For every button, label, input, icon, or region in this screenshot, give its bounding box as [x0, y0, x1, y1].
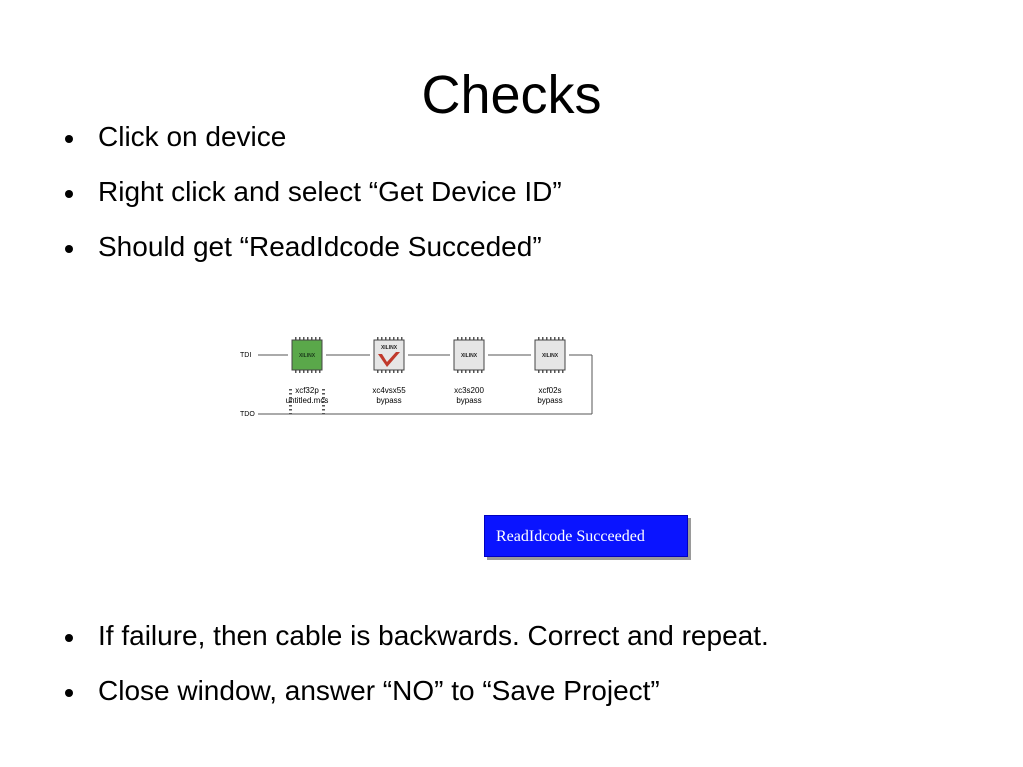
bullet-icon [65, 190, 73, 198]
device-name: xc3s200 [454, 386, 484, 395]
jtag-chain-svg: TDI TDO XILINX XILINX XILINX XILINX [240, 336, 593, 425]
bullet-list-top: Click on device Right click and select “… [62, 121, 562, 286]
list-item: If failure, then cable is backwards. Cor… [62, 620, 769, 652]
device-name: xcf02s [538, 386, 562, 395]
bullet-icon [65, 634, 73, 642]
bullet-text: Click on device [98, 121, 287, 152]
bullet-text: If failure, then cable is backwards. Cor… [98, 620, 769, 651]
bullet-text: Close window, answer “NO” to “Save Proje… [98, 675, 660, 706]
device-label-0: xcf32p untitled.mcs [272, 386, 342, 406]
list-item: Close window, answer “NO” to “Save Proje… [62, 675, 769, 707]
bullet-icon [65, 689, 73, 697]
tdi-label: TDI [240, 352, 251, 359]
device-name: xcf32p [295, 386, 319, 395]
chip-icon[interactable]: XILINX [531, 336, 569, 425]
bullet-text: Should get “ReadIdcode Succeded” [98, 231, 542, 262]
device-status: bypass [537, 396, 563, 405]
chip-logo-text: XILINX [299, 353, 316, 359]
device-label-2: xc3s200 bypass [434, 386, 504, 406]
device-label-3: xcf02s bypass [515, 386, 585, 406]
list-item: Should get “ReadIdcode Succeded” [62, 231, 562, 263]
bullet-text: Right click and select “Get Device ID” [98, 176, 562, 207]
slide-title: Checks [421, 65, 602, 125]
chip-logo-text: XILINX [381, 345, 398, 351]
device-status: untitled.mcs [285, 396, 329, 405]
device-status: bypass [376, 396, 402, 405]
chip-icon[interactable]: XILINX [370, 336, 408, 425]
chip-icon[interactable]: XILINX [450, 336, 488, 425]
tdo-label: TDO [240, 411, 255, 418]
status-popup: ReadIdcode Succeeded [484, 515, 688, 557]
chip-logo-text: XILINX [461, 353, 478, 359]
chip-logo-text: XILINX [542, 353, 559, 359]
jtag-chain-diagram: TDI TDO XILINX XILINX XILINX XILINX xcf32p … [236, 330, 606, 425]
device-name: xc4vsx55 [372, 386, 406, 395]
bullet-icon [65, 245, 73, 253]
chip-icon[interactable]: XILINX [288, 336, 326, 415]
device-status: bypass [456, 396, 482, 405]
bullet-list-bottom: If failure, then cable is backwards. Cor… [62, 620, 769, 730]
list-item: Right click and select “Get Device ID” [62, 176, 562, 208]
device-label-1: xc4vsx55 bypass [354, 386, 424, 406]
bullet-icon [65, 135, 73, 143]
list-item: Click on device [62, 121, 562, 153]
